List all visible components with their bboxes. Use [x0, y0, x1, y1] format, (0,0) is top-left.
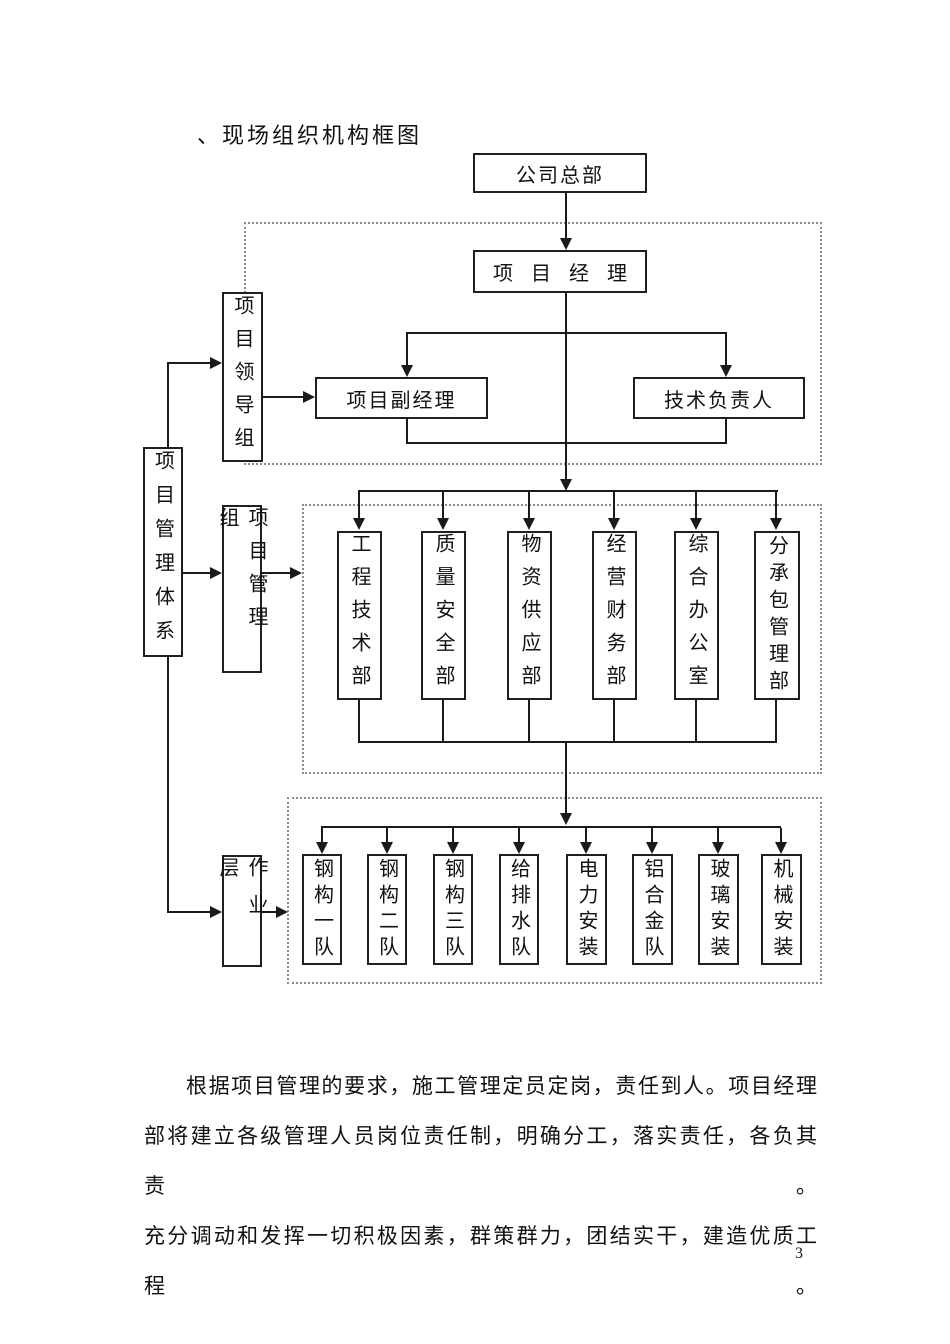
arrowhead-right-icon — [290, 567, 302, 579]
arrowhead-down-icon — [690, 518, 702, 530]
node-team: 玻璃安装 — [698, 854, 739, 965]
connector-line — [358, 700, 360, 742]
node-team: 钢构三队 — [433, 854, 473, 965]
management-group-dashed-region — [302, 504, 822, 774]
connector-line — [442, 492, 444, 518]
connector-line — [406, 334, 408, 366]
operation-layer-dashed-region — [287, 797, 822, 984]
node-department: 经营财务部 — [592, 531, 637, 700]
node-team: 电力安装 — [566, 854, 607, 965]
node-department: 工程技术部 — [337, 531, 382, 700]
node-team: 钢构二队 — [367, 854, 407, 965]
connector-line — [613, 700, 615, 742]
arrowhead-down-icon — [560, 479, 572, 491]
arrowhead-right-icon — [303, 391, 315, 403]
node-department: 综合办公室 — [674, 531, 719, 700]
connector-line — [780, 828, 782, 843]
connector-line — [183, 572, 211, 574]
connector-line — [695, 700, 697, 742]
arrowhead-down-icon — [712, 842, 724, 854]
connector-line — [406, 332, 727, 334]
paragraph-line: 充分调动和发挥一切积极因素，群策群力，团结实干，建造优质工程。 — [144, 1224, 818, 1298]
arrowhead-down-icon — [608, 518, 620, 530]
arrowhead-down-icon — [447, 842, 459, 854]
node-project-manager: 项目经理 — [473, 250, 647, 293]
connector-line — [263, 396, 304, 398]
arrowhead-down-icon — [401, 365, 413, 377]
connector-line — [358, 741, 777, 743]
arrowhead-down-icon — [316, 842, 328, 854]
connector-line — [528, 492, 530, 518]
body-paragraph: 根据项目管理的要求，施工管理定员定岗，责任到人。项目经理 部将建立各级管理人员岗… — [144, 1061, 818, 1311]
node-team: 钢构一队 — [302, 854, 342, 965]
arrowhead-down-icon — [646, 842, 658, 854]
connector-line — [565, 293, 567, 480]
connector-line — [775, 700, 777, 742]
arrowhead-down-icon — [560, 813, 572, 825]
node-department: 物资供应部 — [507, 531, 552, 700]
connector-line — [321, 826, 781, 828]
arrowhead-right-icon — [276, 906, 288, 918]
connector-line — [585, 828, 587, 843]
section-title: 、现场组织机构框图 — [197, 123, 423, 148]
connector-line — [565, 193, 567, 239]
connector-line — [442, 700, 444, 742]
arrowhead-down-icon — [523, 518, 535, 530]
page-number: 3 — [795, 1245, 803, 1262]
connector-line — [262, 572, 290, 574]
arrowhead-down-icon — [720, 365, 732, 377]
connector-line — [651, 828, 653, 843]
arrowhead-right-icon — [210, 567, 222, 579]
node-team: 给排水队 — [499, 854, 539, 965]
connector-line — [406, 442, 727, 444]
connector-line — [528, 700, 530, 742]
node-team: 机械安装 — [761, 854, 802, 965]
paragraph-line: 部将建立各级管理人员岗位责任制，明确分工，落实责任，各负其责。 — [144, 1124, 818, 1198]
connector-line — [695, 492, 697, 518]
arrowhead-down-icon — [381, 842, 393, 854]
arrowhead-down-icon — [775, 842, 787, 854]
node-mgmt-group: 项目管理组 — [216, 505, 267, 673]
arrowhead-down-icon — [513, 842, 525, 854]
connector-line — [167, 363, 169, 447]
connector-line — [775, 492, 777, 518]
node-operation-layer: 作业层 — [216, 855, 267, 967]
connector-line — [613, 492, 615, 518]
node-mgmt-system: 项目管理体系 — [143, 447, 183, 657]
connector-line — [262, 911, 277, 913]
connector-line — [725, 334, 727, 366]
connector-line — [386, 828, 388, 843]
node-department: 分承包管理部 — [754, 531, 800, 700]
connector-line — [452, 828, 454, 843]
node-company-hq: 公司总部 — [473, 153, 647, 193]
node-department: 质量安全部 — [421, 531, 466, 700]
arrowhead-right-icon — [210, 357, 222, 369]
connector-line — [565, 742, 567, 813]
node-team: 铝合金队 — [632, 854, 673, 965]
arrowhead-down-icon — [437, 518, 449, 530]
node-deputy-manager: 项目副经理 — [315, 377, 488, 419]
arrowhead-down-icon — [353, 518, 365, 530]
connector-line — [167, 657, 169, 912]
arrowhead-down-icon — [580, 842, 592, 854]
connector-line — [518, 828, 520, 843]
connector-line — [321, 828, 323, 843]
node-leading-group: 项目领导组 — [222, 292, 263, 462]
arrowhead-down-icon — [560, 238, 572, 250]
node-tech-director: 技术负责人 — [633, 377, 805, 419]
connector-line — [358, 490, 778, 492]
connector-line — [725, 419, 727, 444]
connector-line — [406, 419, 408, 444]
connector-line — [358, 492, 360, 518]
paragraph-line: 根据项目管理的要求，施工管理定员定岗，责任到人。项目经理 — [186, 1074, 818, 1098]
connector-line — [167, 362, 211, 364]
arrowhead-down-icon — [770, 518, 782, 530]
connector-line — [167, 911, 211, 913]
arrowhead-right-icon — [210, 906, 222, 918]
connector-line — [717, 828, 719, 843]
